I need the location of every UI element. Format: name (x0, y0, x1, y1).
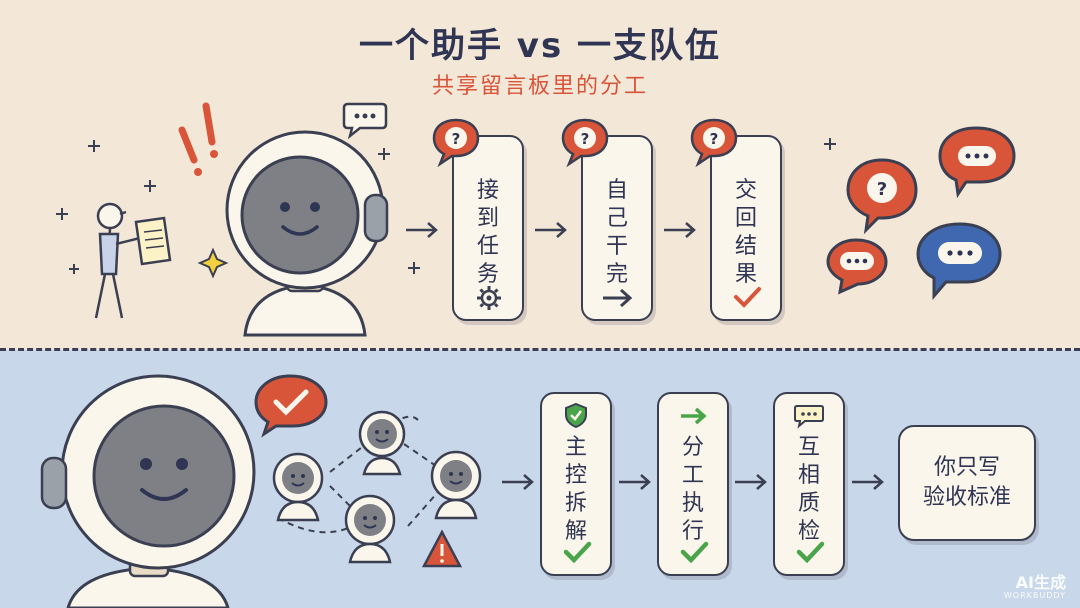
arrow-right-icon (502, 474, 534, 490)
page-subtitle: 共享留言板里的分工 (431, 74, 648, 99)
small-robot-icon (430, 450, 482, 520)
assistant-robot-avatar (225, 130, 389, 337)
page-title: 一个助手 vs 一支队伍 (358, 26, 722, 66)
check-icon (680, 541, 709, 564)
card-char: 拆 (564, 491, 587, 516)
chat-bubble-icon (938, 126, 1016, 199)
watermark-line: WORKBUDDY (1003, 591, 1066, 600)
card-char: 主 (564, 435, 587, 460)
final-box-line: 你只写 (933, 455, 1000, 480)
card-char: 工 (681, 463, 704, 488)
plus-sparkle-icon (56, 138, 836, 274)
exclamation-icon (178, 102, 218, 176)
final-box-line: 验收标准 (922, 485, 1011, 510)
arrow-right-icon (852, 474, 884, 490)
svg-text:?: ? (581, 130, 590, 148)
check-bubble-icon (254, 374, 328, 438)
small-robot-icon (272, 452, 324, 522)
check-icon (563, 541, 592, 564)
card-char: 检 (797, 519, 820, 544)
team-robot-network (272, 410, 482, 568)
arrow-right-icon (681, 407, 707, 425)
card-char: 任 (476, 234, 499, 259)
card-char: 务 (476, 262, 499, 287)
flow-card-return-result: 交 回 结 果 (710, 135, 782, 321)
lead-robot-avatar (40, 374, 256, 608)
shield-check-icon (565, 402, 587, 429)
flow-card-lead-decompose: 主 控 拆 解 (540, 392, 612, 576)
arrow-right-icon (535, 222, 567, 238)
dashed-divider (0, 348, 1080, 351)
card-char: 解 (564, 519, 587, 544)
card-char: 互 (797, 435, 820, 460)
question-bubble-icon: ? (690, 118, 738, 168)
card-char: 交 (734, 178, 757, 203)
flow-card-do-it-alone: 自 己 干 完 (581, 135, 653, 321)
question-bubble-icon: ? (432, 118, 480, 168)
small-robot-icon (358, 410, 406, 476)
chat-bubble-icon (916, 222, 1002, 301)
watermark: AI生成 WORKBUDDY (1003, 573, 1066, 601)
card-char: 接 (476, 178, 499, 203)
warning-icon (421, 529, 463, 568)
card-char: 分 (681, 435, 704, 460)
card-char: 果 (734, 262, 757, 287)
svg-text:?: ? (877, 179, 887, 200)
question-bubble-icon: ? (846, 158, 918, 235)
arrow-right-icon (603, 288, 633, 308)
chat-bubble-icon (826, 238, 888, 295)
arrow-right-icon (664, 222, 696, 238)
card-char: 质 (797, 491, 820, 516)
gear-icon (477, 286, 501, 310)
card-char: 完 (605, 262, 628, 287)
scattered-chat-bubbles: ? (826, 126, 1016, 301)
small-robot-icon (344, 494, 396, 564)
card-char: 执 (681, 491, 704, 516)
final-box-acceptance-criteria: 你只写 验收标准 (898, 425, 1036, 541)
sparkle-star-icon (197, 247, 229, 279)
check-icon (734, 287, 761, 308)
svg-text:?: ? (710, 130, 719, 148)
arrow-right-icon (406, 222, 438, 238)
person-with-document-icon (94, 202, 172, 319)
card-char: 控 (564, 463, 587, 488)
watermark-line: AI生成 (1015, 573, 1066, 592)
flow-card-receive-task: 接 到 任 务 (452, 135, 524, 321)
card-char: 结 (734, 234, 757, 259)
card-char: 己 (605, 206, 628, 231)
card-char: 相 (797, 463, 820, 488)
chat-bubble-icon (342, 102, 388, 140)
flow-card-peer-review: 互 相 质 检 (773, 392, 845, 576)
arrow-right-icon (619, 474, 651, 490)
card-char: 自 (605, 178, 628, 203)
svg-text:?: ? (452, 130, 461, 148)
card-char: 到 (476, 206, 499, 231)
card-char: 干 (605, 234, 628, 259)
flow-card-divide-execute: 分 工 执 行 (657, 392, 729, 576)
card-char: 回 (734, 206, 757, 231)
arrow-right-icon (735, 474, 767, 490)
question-bubble-icon: ? (561, 118, 609, 168)
chat-bubble-icon (794, 405, 824, 429)
card-char: 行 (681, 519, 704, 544)
check-icon (796, 541, 825, 564)
